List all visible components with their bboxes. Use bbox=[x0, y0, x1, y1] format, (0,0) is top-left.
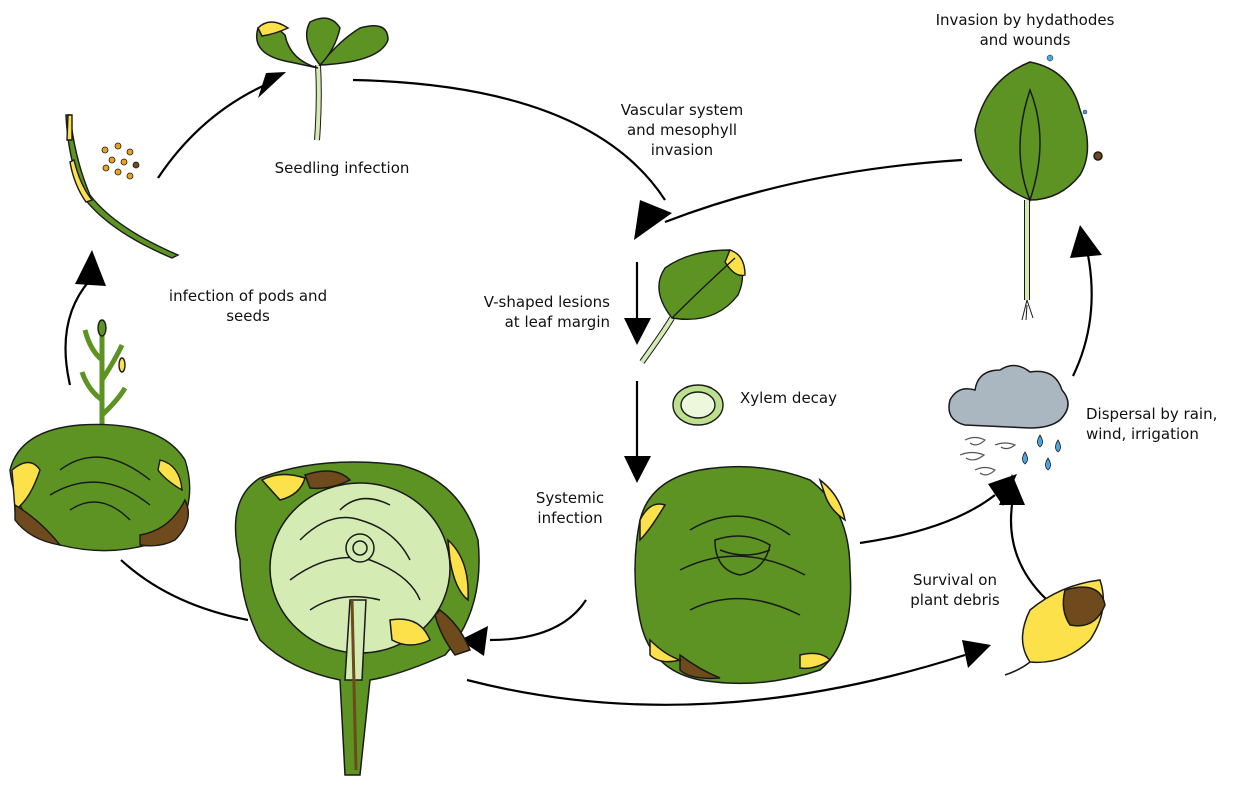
label-hydathode-invasion: Invasion by hydathodes and wounds bbox=[920, 10, 1130, 50]
label-vascular-invasion: Vascular system and mesophyll invasion bbox=[612, 100, 752, 160]
label-v-shaped-lesions: V-shaped lesions at leaf margin bbox=[455, 292, 610, 332]
arrow-pods-to-seedling-head bbox=[258, 72, 286, 98]
arrow-dispersal-to-invasion-head bbox=[1070, 225, 1102, 258]
arrow-debris-to-dispersal bbox=[1011, 505, 1047, 600]
xylem-cross-section-icon bbox=[673, 385, 723, 425]
arrow-lesion-down-2-head bbox=[624, 456, 651, 483]
label-systemic-infection: Systemic infection bbox=[520, 488, 620, 528]
arrow-flowering-to-pods-head bbox=[75, 250, 106, 286]
lesion-leaf-icon bbox=[642, 250, 745, 362]
debris-leaf-icon bbox=[1005, 580, 1105, 675]
young-plant-icon bbox=[975, 55, 1102, 320]
label-dispersal: Dispersal by rain, wind, irrigation bbox=[1086, 404, 1236, 444]
arrow-lesion-down-1-head bbox=[624, 318, 651, 345]
label-xylem-decay: Xylem decay bbox=[740, 388, 860, 408]
arrow-systemic-to-section bbox=[490, 600, 586, 640]
infected-cabbage-head-icon bbox=[635, 467, 851, 684]
arrow-seedling-to-lesion-head bbox=[634, 200, 672, 240]
seed-pod-icon bbox=[66, 115, 178, 258]
arrow-dispersal-to-invasion bbox=[1073, 255, 1092, 376]
label-pods-seeds: infection of pods and seeds bbox=[148, 286, 348, 326]
label-survival-debris: Survival on plant debris bbox=[895, 570, 1015, 610]
label-seedling-infection: Seedling infection bbox=[262, 158, 422, 178]
arrow-section-to-debris-head bbox=[962, 640, 991, 668]
rain-cloud-icon bbox=[949, 365, 1068, 474]
arrow-pods-to-seedling bbox=[158, 85, 265, 178]
cabbage-section-icon bbox=[236, 462, 480, 775]
arrow-invasion-to-lesion bbox=[665, 160, 962, 222]
arrow-systemic-to-dispersal bbox=[860, 495, 995, 543]
arrow-section-to-flowering bbox=[121, 560, 248, 620]
seeds bbox=[102, 143, 139, 179]
flowering-cabbage-icon bbox=[10, 320, 190, 551]
